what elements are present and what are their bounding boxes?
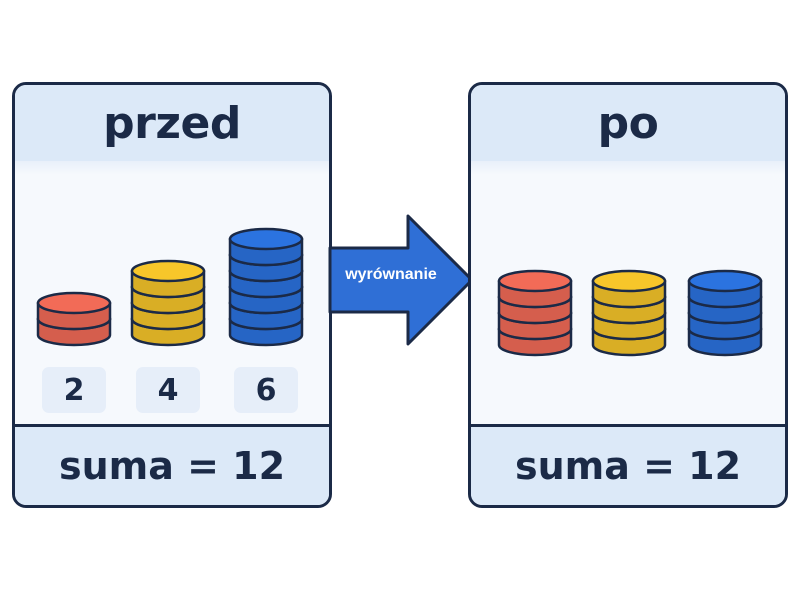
before-title: przed [15, 85, 329, 175]
after-total: suma = 12 [471, 424, 785, 505]
after-stack-2 [591, 269, 667, 357]
right-arrow-icon [328, 214, 474, 346]
before-total: suma = 12 [15, 424, 329, 505]
before-stack-1-coin [36, 291, 112, 331]
after-stack-1-coin [497, 269, 573, 309]
after-panel: po suma = 12 [468, 82, 788, 508]
after-title: po [471, 85, 785, 175]
before-stack-3 [228, 227, 304, 347]
before-coin-area [36, 227, 304, 347]
before-stack-3-coin [228, 227, 304, 267]
arrow-label: wyrównanie [345, 266, 437, 283]
after-stack-3 [687, 269, 763, 357]
before-count-blue: 6 [234, 367, 298, 413]
before-count-yellow: 4 [136, 367, 200, 413]
before-panel: przed 2 4 6 suma = 12 [12, 82, 332, 508]
before-stack-2-coin [130, 259, 206, 299]
before-stack-1 [36, 291, 112, 347]
after-stack-1 [497, 269, 573, 357]
after-coin-area [497, 269, 763, 357]
after-stack-3-coin [687, 269, 763, 309]
before-count-red: 2 [42, 367, 106, 413]
after-stack-2-coin [591, 269, 667, 309]
before-stack-2 [130, 259, 206, 347]
